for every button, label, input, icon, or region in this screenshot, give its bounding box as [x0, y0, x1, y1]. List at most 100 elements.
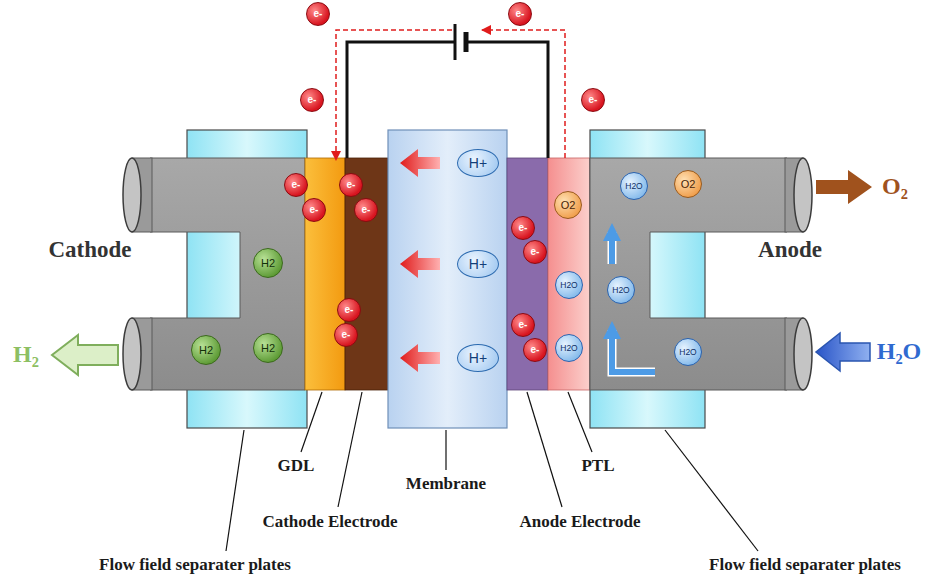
anode-electrode-layer	[507, 158, 548, 390]
proton-flow-arrow	[400, 344, 440, 372]
electron-flow-arrow	[482, 30, 565, 158]
wire	[466, 42, 548, 158]
electron-circle: e-	[337, 298, 361, 322]
water-flow-arrow	[612, 330, 655, 372]
port-end	[123, 318, 141, 390]
particle-symbol: H+	[469, 156, 487, 170]
particle-symbol: e-	[531, 247, 540, 257]
water-input-label: H₂O	[877, 338, 922, 366]
gdl-layer	[305, 158, 345, 390]
particle-symbol: e-	[589, 95, 598, 105]
leader-line	[301, 392, 322, 452]
electron-circle: e-	[581, 88, 605, 112]
port-end	[794, 318, 812, 390]
particle-symbol: O2	[561, 200, 576, 211]
flow-channel	[150, 158, 305, 390]
part-label: GDL	[278, 456, 315, 476]
oxygen-circle: O2	[674, 170, 702, 198]
hydrogen-outlet-arrow	[52, 335, 118, 375]
particle-symbol: H2O	[679, 348, 696, 357]
part-label: Anode Electrode	[519, 512, 640, 532]
electron-circle: e-	[508, 2, 532, 26]
membrane-layer	[388, 130, 507, 428]
wire	[347, 42, 455, 158]
particle-symbol: e-	[292, 180, 301, 190]
water-circle: H2O	[555, 334, 583, 362]
side-label: Cathode	[48, 237, 131, 263]
particle-symbol: H2	[199, 345, 213, 356]
side-label: Anode	[758, 237, 822, 263]
leader-line	[568, 392, 592, 452]
water-circle: H2O	[674, 338, 702, 366]
particle-symbol: e-	[519, 320, 528, 330]
hydrogen-circle: H2	[191, 335, 221, 365]
electron-flow-arrow	[336, 30, 452, 160]
part-label: Flow field separater plates	[99, 555, 291, 575]
water-circle: H2O	[555, 271, 583, 299]
part-label: Flow field separater plates	[709, 555, 901, 575]
leader-line	[338, 392, 362, 507]
particle-symbol: e-	[310, 205, 319, 215]
electron-circle: e-	[306, 2, 330, 26]
particle-symbol: H2O	[560, 281, 577, 290]
particle-symbol: H+	[469, 351, 487, 365]
battery-plate	[454, 24, 457, 60]
electron-circle: e-	[523, 240, 547, 264]
gas-output-label: O₂	[882, 173, 908, 201]
hydrogen-circle: H2	[253, 248, 283, 278]
leader-line	[445, 430, 446, 470]
particle-symbol: e-	[362, 205, 371, 215]
water-flow-outline	[612, 330, 655, 372]
electron-circle: e-	[511, 216, 535, 240]
water-inlet-arrow	[816, 333, 870, 371]
part-label: Cathode Electrode	[262, 512, 397, 532]
oxygen-outlet-arrow	[816, 170, 872, 204]
part-label: Membrane	[406, 474, 486, 494]
particle-symbol: e-	[516, 9, 525, 19]
particle-symbol: e-	[308, 95, 317, 105]
water-circle: H2O	[620, 172, 648, 200]
electron-circle: e-	[511, 313, 535, 337]
particle-symbol: O2	[681, 179, 696, 190]
electron-circle: e-	[300, 88, 324, 112]
electron-circle: e-	[354, 198, 378, 222]
electron-circle: e-	[302, 198, 326, 222]
leader-line	[226, 430, 244, 551]
electron-circle: e-	[339, 173, 363, 197]
particle-symbol: H2	[261, 258, 275, 269]
particle-symbol: H2	[261, 343, 275, 354]
port-end	[794, 158, 812, 232]
oxygen-circle: O2	[554, 191, 582, 219]
electron-circle: e-	[284, 173, 308, 197]
electron-circle: e-	[334, 323, 358, 347]
water-circle: H2O	[607, 276, 635, 304]
proton-flow-arrow	[400, 250, 440, 278]
leader-line	[665, 430, 758, 551]
water-flow-outline	[608, 232, 617, 264]
proton-ellipse: H+	[457, 344, 499, 372]
particle-symbol: e-	[345, 305, 354, 315]
particle-symbol: e-	[531, 345, 540, 355]
particle-symbol: H2O	[625, 182, 642, 191]
flow-channel	[590, 158, 787, 390]
particle-symbol: H2O	[612, 286, 629, 295]
part-label: PTL	[581, 456, 614, 476]
proton-flow-arrow	[400, 149, 440, 177]
proton-ellipse: H+	[457, 149, 499, 177]
water-flow-arrow	[609, 232, 615, 264]
particle-symbol: H+	[469, 257, 487, 271]
port-end	[123, 158, 141, 232]
particle-symbol: e-	[519, 223, 528, 233]
gas-output-label: H₂	[13, 341, 39, 369]
electron-circle: e-	[523, 338, 547, 362]
particle-symbol: e-	[342, 330, 351, 340]
particle-symbol: H2O	[560, 344, 577, 353]
leader-line	[527, 392, 562, 507]
particle-symbol: e-	[347, 180, 356, 190]
particle-symbol: e-	[314, 9, 323, 19]
hydrogen-circle: H2	[253, 333, 283, 363]
ptl-layer	[548, 158, 590, 390]
